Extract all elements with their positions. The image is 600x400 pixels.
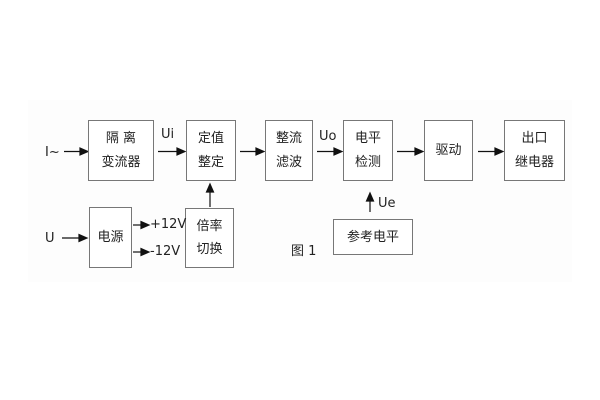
block-level-detector: 电平 检测 bbox=[343, 120, 393, 181]
block-label: 隔 离 bbox=[105, 131, 137, 146]
block-label: 整流 bbox=[275, 131, 302, 146]
block-label: 倍率 bbox=[196, 218, 223, 234]
block-output-relay: 出口 继电器 bbox=[504, 120, 565, 181]
block-label: 继电器 bbox=[514, 155, 554, 170]
block-label: 切换 bbox=[196, 242, 223, 258]
arrow-setting-to-rectifier bbox=[240, 147, 266, 156]
arrow-input-voltage-to-power bbox=[62, 233, 89, 243]
label-rail-negative: -12V bbox=[150, 244, 181, 259]
block-label: 检测 bbox=[354, 155, 381, 170]
arrow-isolation-to-setting bbox=[158, 147, 187, 156]
figure-caption: 图 1 bbox=[291, 244, 317, 259]
arrow-power-rail-positive bbox=[133, 220, 151, 230]
block-power-supply: 电源 bbox=[89, 207, 132, 268]
label-input-current: I~ bbox=[45, 145, 60, 160]
arrow-reference-to-level bbox=[365, 191, 375, 212]
arrow-level-to-driver bbox=[397, 147, 425, 156]
label-input-voltage: U bbox=[45, 231, 55, 246]
block-setting-adjustment: 定值 整定 bbox=[186, 120, 236, 181]
block-label: 驱动 bbox=[435, 143, 462, 158]
block-label: 电源 bbox=[97, 230, 124, 245]
block-driver: 驱动 bbox=[424, 120, 473, 181]
arrow-ratio-to-setting bbox=[205, 182, 215, 207]
block-label: 变流器 bbox=[101, 155, 141, 170]
block-label: 电平 bbox=[354, 131, 381, 146]
block-label: 参考电平 bbox=[346, 229, 399, 245]
label-rail-positive: +12V bbox=[150, 217, 187, 232]
block-label: 整定 bbox=[197, 155, 224, 170]
block-label: 出口 bbox=[521, 131, 548, 146]
label-uo: Uo bbox=[319, 129, 337, 144]
block-isolation-transformer: 隔 离 变流器 bbox=[88, 120, 154, 181]
block-rectifier-filter: 整流 滤波 bbox=[265, 120, 313, 181]
arrow-power-rail-negative bbox=[133, 247, 151, 257]
block-label: 定值 bbox=[197, 131, 224, 146]
arrow-rectifier-to-level bbox=[317, 147, 344, 156]
arrow-driver-to-relay bbox=[478, 147, 505, 156]
block-label: 滤波 bbox=[275, 155, 302, 170]
arrow-input-current-to-isolation bbox=[64, 147, 90, 156]
label-ue: Ue bbox=[378, 196, 396, 211]
label-ui: Ui bbox=[161, 127, 175, 142]
block-reference-level: 参考电平 bbox=[333, 219, 413, 255]
block-ratio-switch: 倍率 切换 bbox=[185, 208, 234, 268]
